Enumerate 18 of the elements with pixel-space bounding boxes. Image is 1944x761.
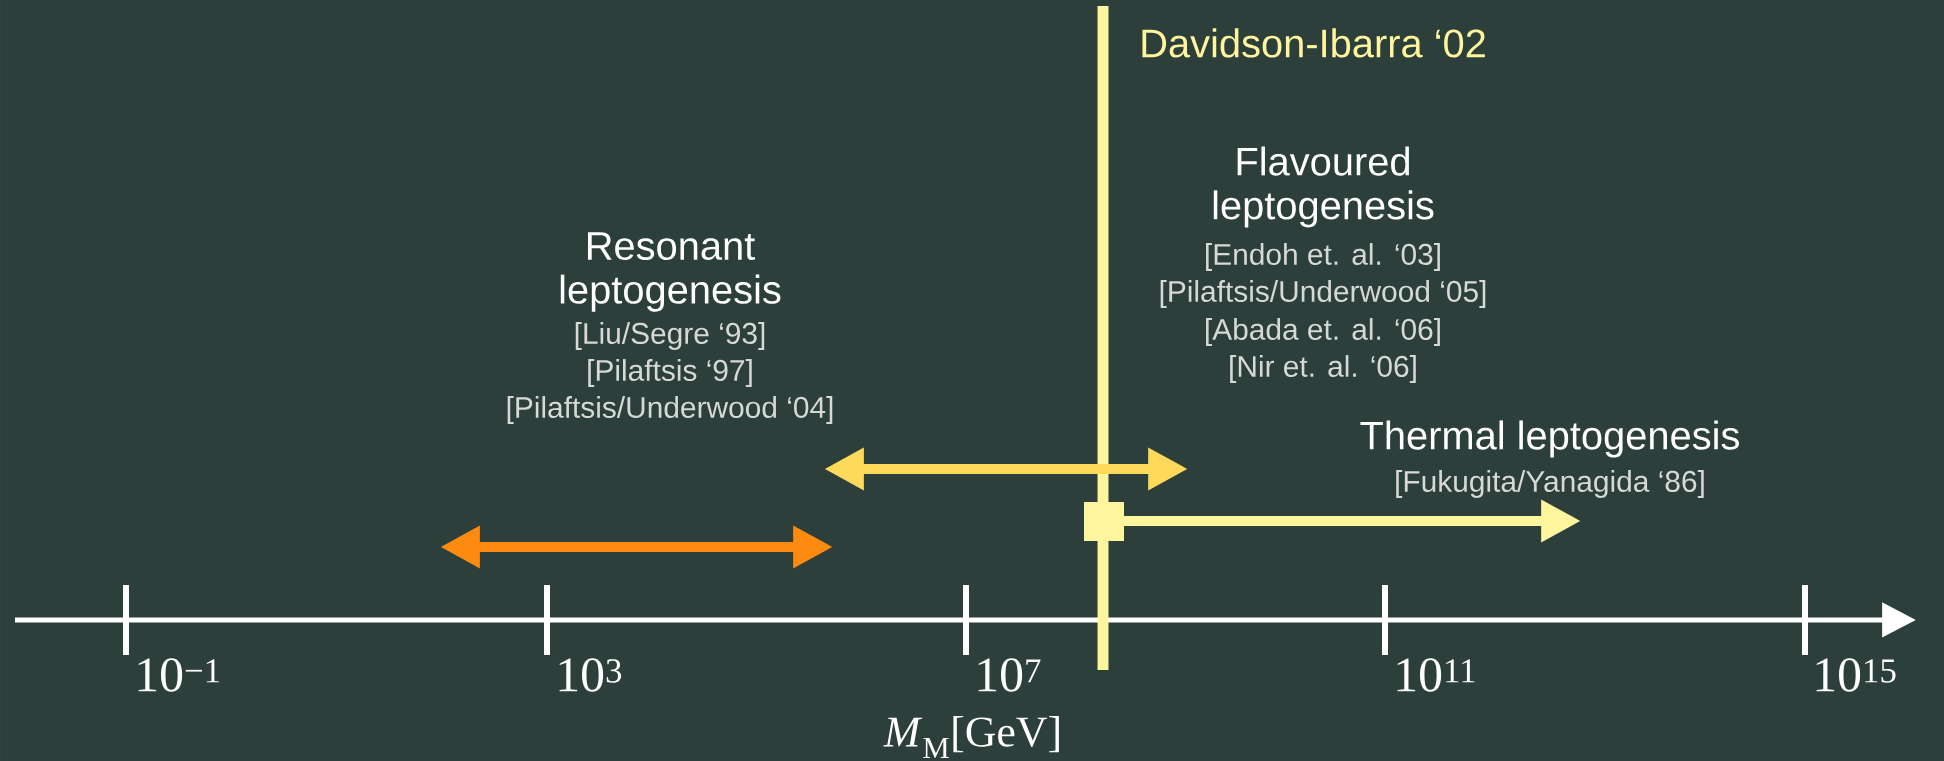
tick-label: 10$^{11}$ bbox=[1397, 658, 1475, 692]
heading-text: Flavoured leptogenesis bbox=[1213, 146, 1434, 228]
tick-label: 10$^{−1}$ bbox=[138, 658, 220, 692]
reference-text: [Pilaftsis/Underwood ‘04] bbox=[507, 396, 833, 424]
annotation-text: Davidson-Ibarra ‘02 bbox=[1142, 28, 1485, 58]
reference-text: [Fukugita/Yanagida ‘86] bbox=[1396, 470, 1704, 498]
tick-label: 10$^{3}$ bbox=[559, 658, 622, 692]
reference-text: [Pilaftsis/Underwood ‘05] bbox=[1160, 280, 1486, 308]
axis-label: M$_{M}$[GeV] bbox=[883, 716, 1059, 758]
reference-text: [Endoh et. al. ‘03] bbox=[1206, 243, 1440, 271]
heading-text: Thermal leptogenesis bbox=[1360, 420, 1739, 458]
reference-text: [Abada et. al. ‘06] bbox=[1206, 318, 1440, 346]
tick-label: 10$^{7}$ bbox=[978, 658, 1041, 692]
reference-text: [Liu/Segre ‘93] bbox=[575, 322, 765, 350]
reference-text: [Nir et. al. ‘06] bbox=[1230, 355, 1416, 383]
heading-text: Resonant leptogenesis bbox=[560, 232, 781, 312]
reference-text: [Pilaftsis ‘97] bbox=[588, 359, 752, 387]
tick-label: 10$^{15}$ bbox=[1816, 658, 1896, 692]
